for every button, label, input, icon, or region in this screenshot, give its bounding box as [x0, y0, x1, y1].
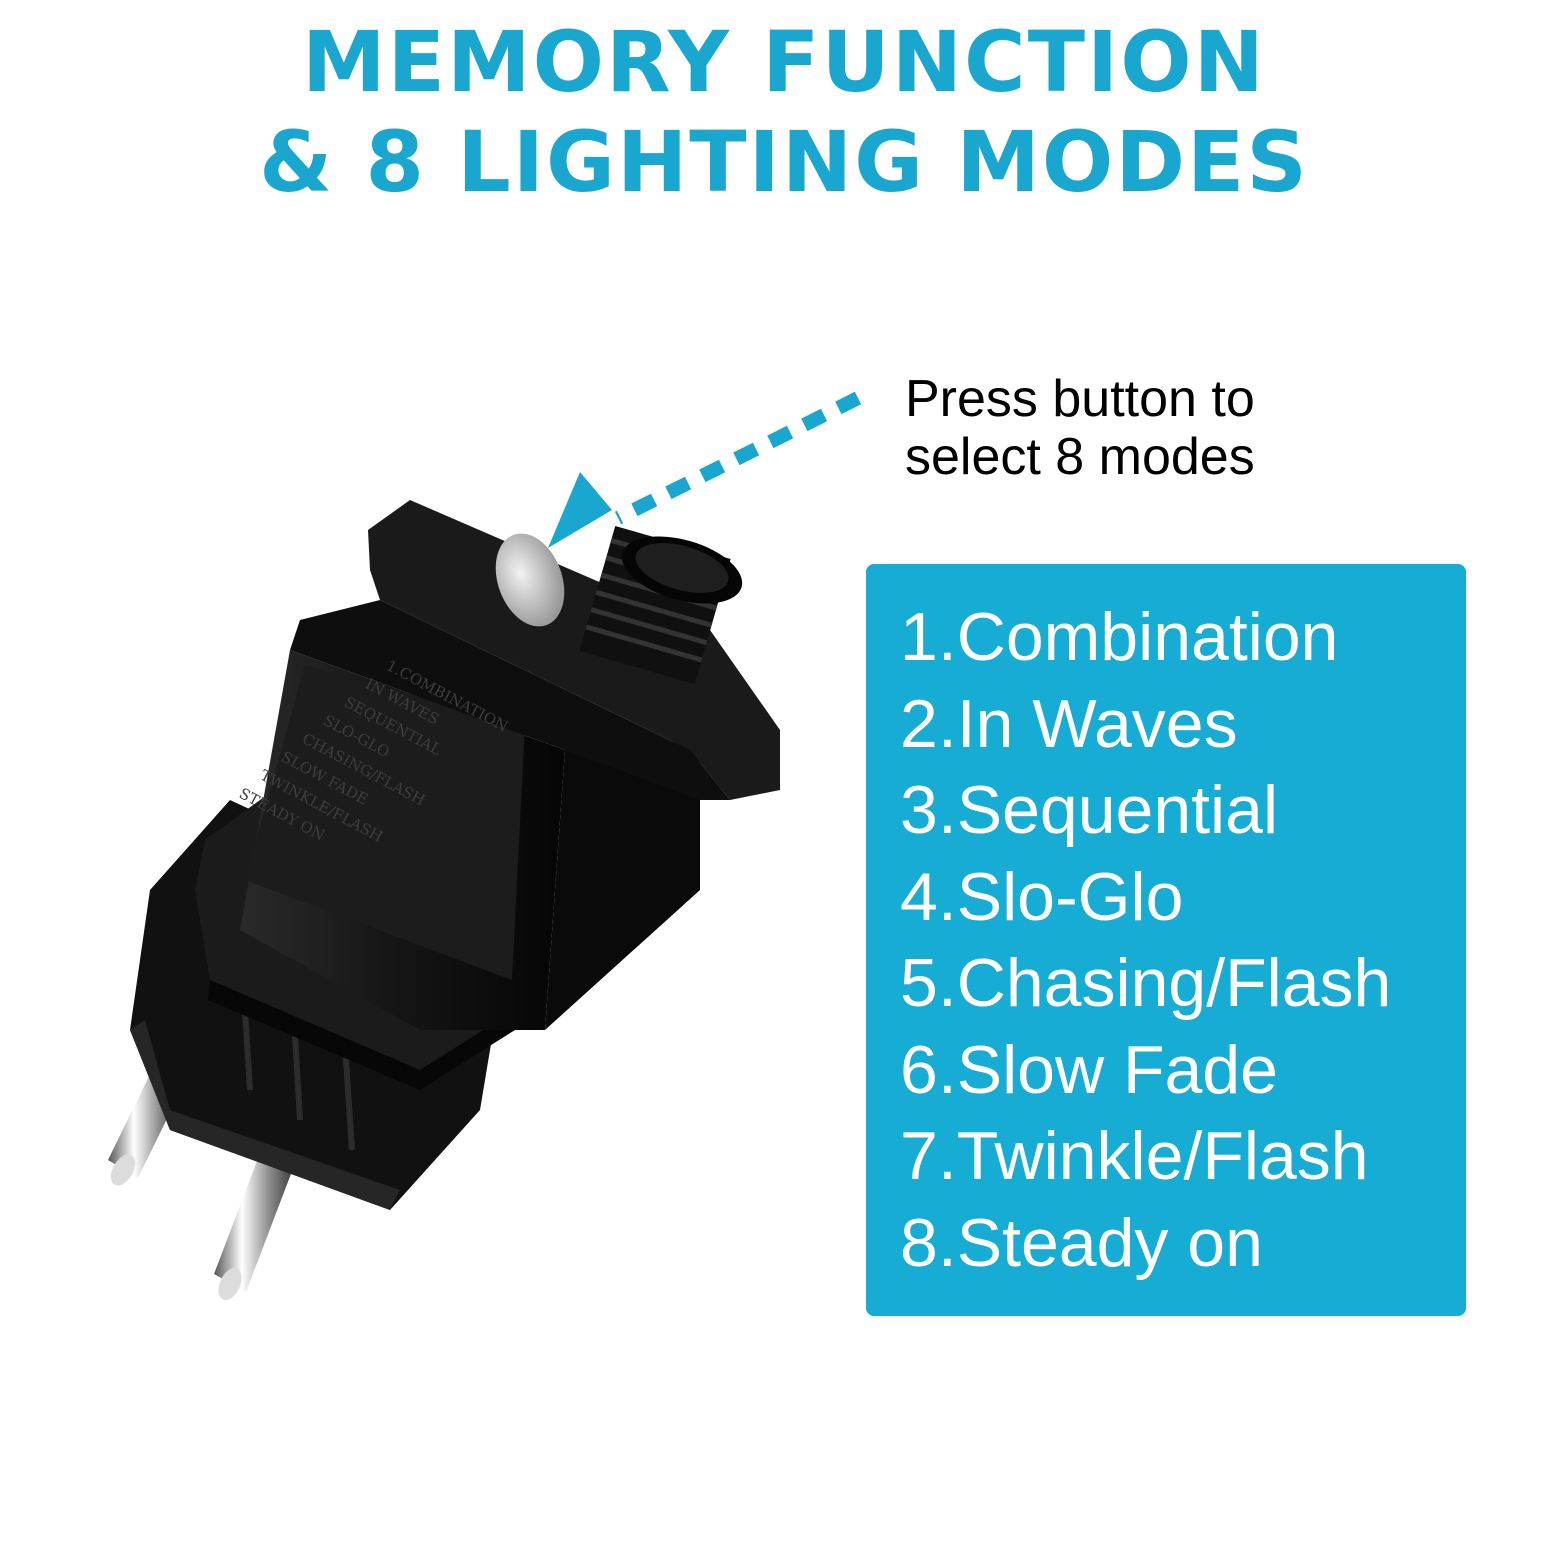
- button-callout: Press button to select 8 modes: [905, 370, 1255, 486]
- mode-item-3: 3.Sequential: [900, 772, 1279, 848]
- mode-item-4: 4.Slo-Glo: [900, 858, 1184, 935]
- mode-button: [495, 533, 565, 627]
- plug-controller-image: 1.COMBINATION IN WAVES SEQUENTIAL SLO-GL…: [108, 500, 780, 1301]
- dotted-arrow-icon: [548, 391, 862, 548]
- mode-item-8: 8.Steady on: [900, 1204, 1263, 1281]
- mode-item-5: 5.Chasing/Flash: [900, 945, 1392, 1021]
- headline-line-1: MEMORY FUNCTION: [302, 13, 1266, 111]
- headline-line-2: & 8 LIGHTING MODES: [259, 113, 1309, 211]
- callout-line-1: Press button to: [905, 370, 1255, 428]
- mode-item-6: 6.Slow Fade: [900, 1031, 1278, 1108]
- mode-item-2: 2.In Waves: [900, 685, 1238, 762]
- mode-item-1: 1.Combination: [900, 599, 1339, 675]
- mode-item-7: 7.Twinkle/Flash: [900, 1118, 1369, 1194]
- plug-pin-right: [214, 1148, 294, 1301]
- modes-panel: 1.Combination 2.In Waves 3.Sequential 4.…: [866, 564, 1466, 1316]
- callout-line-2: select 8 modes: [905, 428, 1255, 486]
- modes-list: 1.Combination 2.In Waves 3.Sequential 4.…: [900, 594, 1391, 1286]
